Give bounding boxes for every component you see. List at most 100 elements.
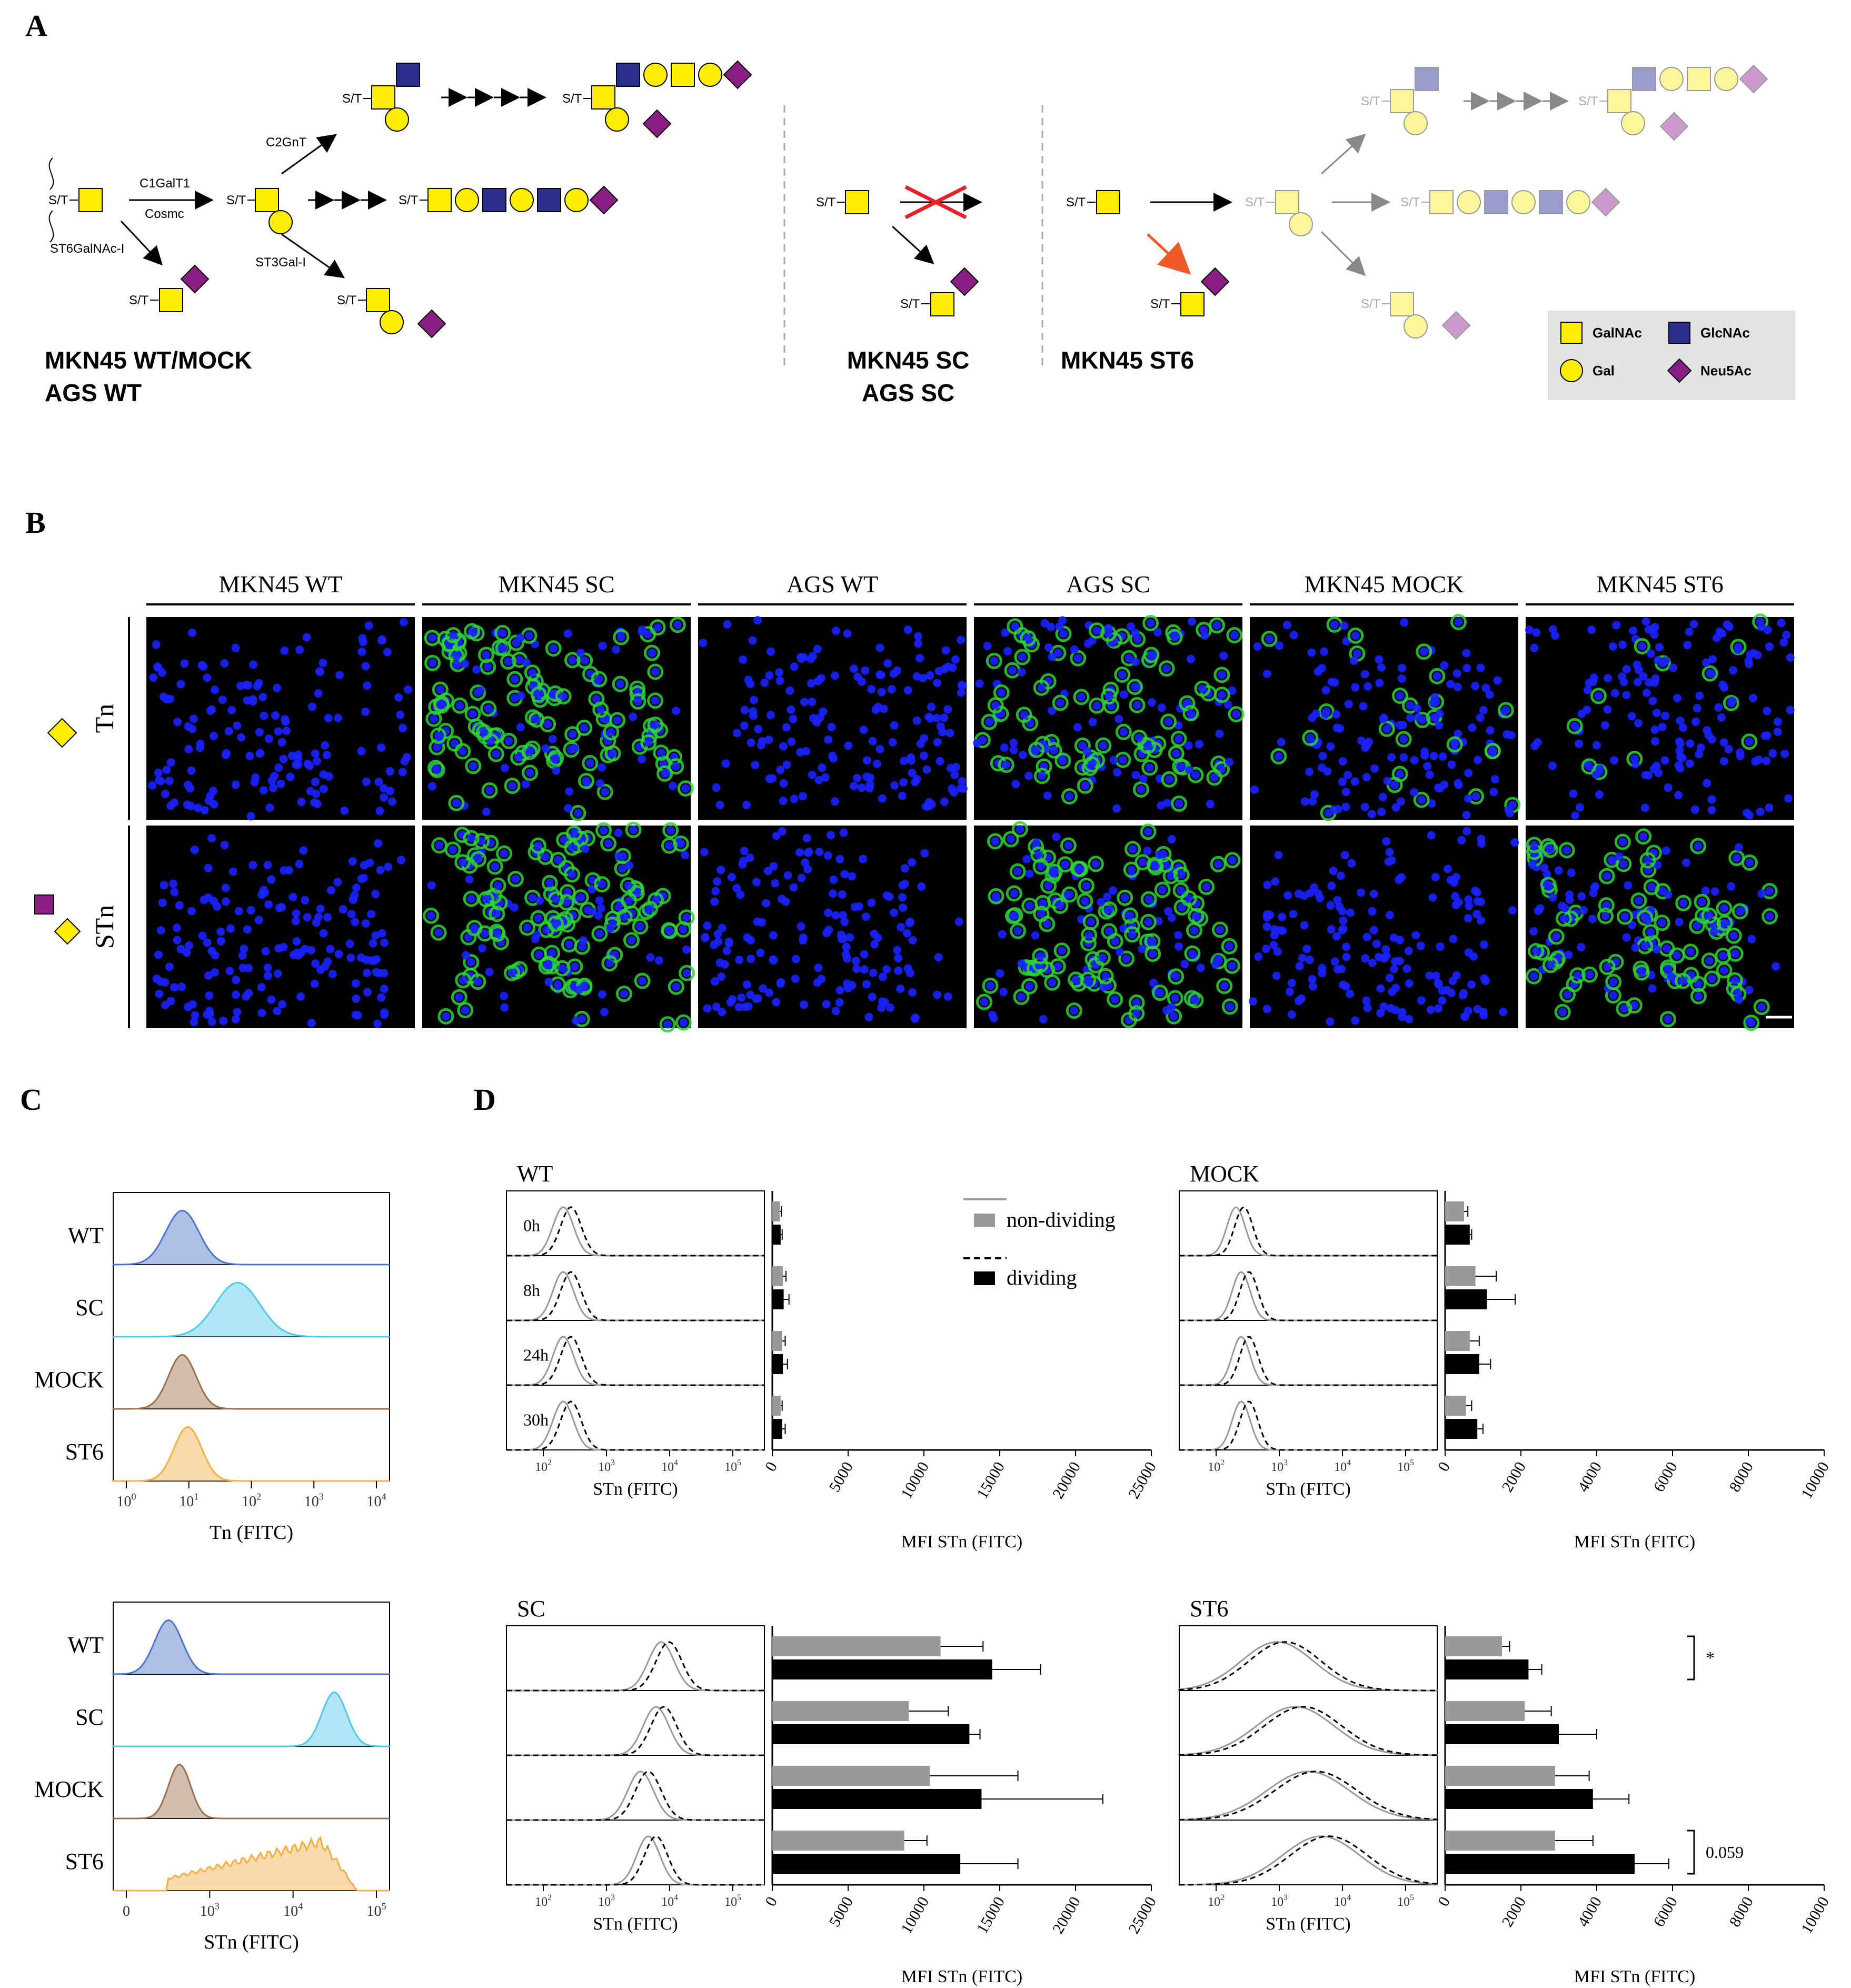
nucleus <box>871 705 880 714</box>
bar-dividing <box>772 1354 783 1374</box>
nucleus <box>160 881 168 890</box>
nucleus <box>716 866 725 874</box>
nucleus <box>1425 971 1434 980</box>
nucleus <box>221 897 230 906</box>
nucleus <box>1558 1008 1567 1017</box>
hist-dividing <box>506 1771 764 1821</box>
nucleus <box>1214 860 1223 869</box>
cell-membrane <box>1004 908 1021 925</box>
cell-membrane <box>643 644 660 661</box>
nucleus <box>535 896 544 905</box>
nucleus <box>1756 807 1765 816</box>
cell-membrane <box>596 783 613 800</box>
nucleus <box>570 829 579 838</box>
cell-membrane <box>548 891 564 908</box>
nucleus <box>1007 834 1016 843</box>
nucleus <box>998 930 1007 939</box>
cell-membrane <box>564 866 581 883</box>
cell-membrane <box>1052 694 1069 711</box>
nucleus <box>1573 971 1582 980</box>
nucleus <box>717 972 726 981</box>
nucleus <box>1426 1005 1435 1014</box>
nucleus <box>303 759 312 768</box>
nucleus <box>267 995 276 1004</box>
nucleus <box>326 945 335 953</box>
nucleus <box>1481 683 1490 692</box>
cell-membrane <box>1528 943 1545 960</box>
hist-tick-label: 104 <box>661 1458 678 1474</box>
cell-membrane <box>1052 897 1069 914</box>
nucleus <box>514 753 523 762</box>
nucleus <box>1694 992 1703 1001</box>
nucleus <box>838 935 847 943</box>
nucleus <box>1674 791 1683 800</box>
nucleus <box>940 713 949 722</box>
cell-membrane <box>1607 953 1624 970</box>
nucleus <box>1330 678 1339 687</box>
nucleus <box>1444 864 1452 873</box>
nucleus <box>1588 678 1597 687</box>
nucleus <box>912 672 921 681</box>
nucleus <box>306 787 315 796</box>
nucleus <box>1386 1003 1395 1012</box>
column-header-3: AGS SC <box>1066 571 1150 598</box>
nucleus <box>807 679 816 688</box>
significance-p-value: 0.059 <box>1706 1843 1744 1862</box>
cell-membrane <box>1213 687 1230 703</box>
nucleus <box>1697 898 1706 907</box>
nucleus <box>614 852 623 861</box>
cell-membrane <box>1753 999 1770 1016</box>
nucleus <box>551 754 560 763</box>
nucleus <box>795 848 804 857</box>
nucleus <box>226 924 235 933</box>
nucleus <box>1219 651 1228 660</box>
nucleus <box>748 636 757 645</box>
nucleus <box>1218 690 1227 699</box>
nucleus <box>1156 988 1165 997</box>
nucleus <box>1330 957 1339 966</box>
nucleus <box>1651 674 1660 683</box>
galnac-square <box>1275 190 1299 214</box>
nucleus <box>764 988 773 997</box>
nucleus <box>1048 652 1057 661</box>
nucleus <box>1113 768 1122 777</box>
nucleus <box>1382 951 1391 960</box>
cell-membrane <box>1143 647 1160 663</box>
nucleus <box>1272 971 1281 980</box>
nucleus <box>1306 733 1315 742</box>
hist-tick-label: 103 <box>598 1893 615 1909</box>
nucleus <box>1170 633 1179 642</box>
nucleus <box>1610 756 1619 765</box>
nucleus <box>504 737 513 746</box>
nucleus <box>264 734 273 743</box>
nucleus <box>908 769 917 778</box>
nucleus <box>1383 777 1392 786</box>
nucleus <box>1150 861 1159 870</box>
nucleus <box>1329 806 1338 814</box>
nucleus <box>1735 995 1744 1004</box>
nucleus <box>549 690 558 699</box>
bar-nondividing <box>772 1766 930 1786</box>
nucleus <box>1184 741 1193 750</box>
nucleus <box>740 721 749 730</box>
nucleus <box>1402 964 1411 973</box>
nucleus <box>1453 682 1462 691</box>
nucleus <box>188 724 197 733</box>
nucleus <box>1043 791 1052 800</box>
micrograph-1-5 <box>1525 826 1794 1031</box>
cell-membrane <box>647 663 664 680</box>
nucleus <box>492 750 501 759</box>
nucleus <box>384 862 393 871</box>
cell-membrane <box>561 936 578 953</box>
micrograph-0-0 <box>146 617 415 821</box>
cell-membrane <box>640 734 657 751</box>
hist-dividing <box>1178 1771 1438 1821</box>
nucleus <box>231 643 240 652</box>
legend-label-dividing: dividing <box>1007 1266 1077 1289</box>
nucleus <box>1126 911 1135 920</box>
nucleus <box>1451 900 1460 909</box>
nucleus <box>1471 792 1480 801</box>
nucleus <box>396 710 405 719</box>
nucleus <box>1143 741 1152 750</box>
nucleus <box>1092 701 1101 710</box>
